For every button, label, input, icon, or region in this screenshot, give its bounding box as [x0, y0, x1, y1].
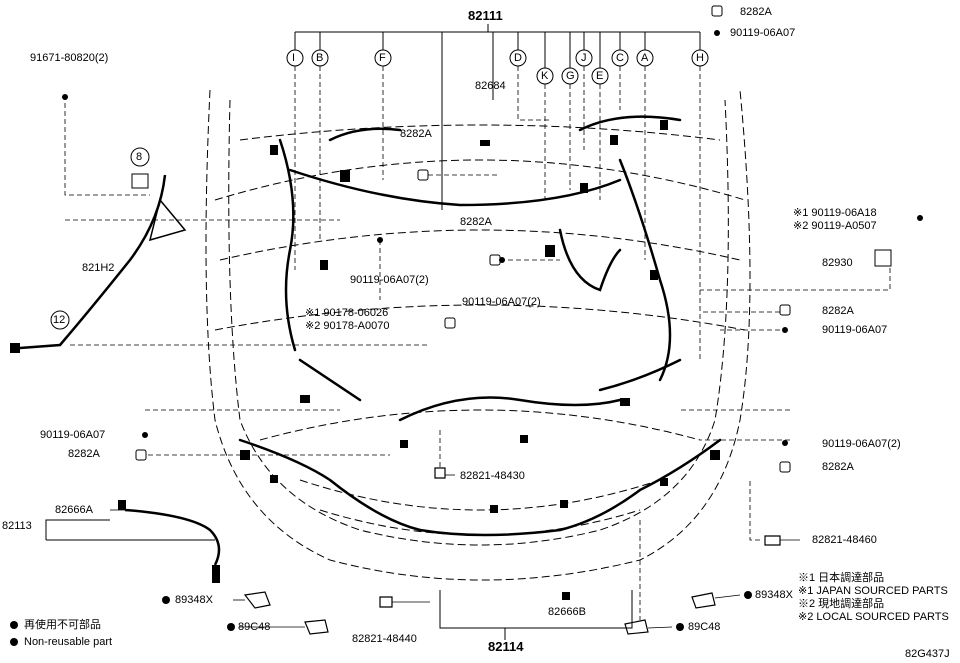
part-82930-label: 82930	[822, 257, 853, 269]
part-89c48-right-label: 89C48	[688, 621, 721, 633]
legend-note1-en: ※1 JAPAN SOURCED PARTS	[798, 585, 948, 597]
part-90178-a0070-label: ※2 90178-A0070	[305, 320, 390, 332]
part-90178-06026-label: ※1 90178-06026	[305, 307, 389, 319]
part-89c48-left-label: 89C48	[238, 621, 271, 633]
part-90119-06a07-x2-center-label: 90119-06A07(2)	[462, 296, 541, 308]
part-82666b-label: 82666B	[548, 606, 586, 618]
circle-number-8: 8	[136, 151, 143, 163]
part-89348x-right-label: 89348X	[755, 589, 793, 601]
part-8282a-right-upper-label: 8282A	[822, 305, 854, 317]
circle-letter-g: G	[566, 70, 575, 82]
circle-letter-k: K	[541, 70, 549, 82]
legend-note1-jp: ※1 日本調達部品	[798, 572, 885, 584]
part-8282a-center-label: 8282A	[460, 216, 492, 228]
circle-letter-a: A	[641, 52, 649, 64]
circle-letter-h: H	[696, 52, 704, 64]
circle-letter-j: J	[581, 52, 587, 64]
part-91671-label: 91671-80820(2)	[30, 52, 109, 64]
part-8282a-top-label: 8282A	[740, 6, 772, 18]
part-89348x-left-label: 89348X	[175, 594, 213, 606]
circle-letter-e: E	[596, 70, 604, 82]
part-82113-label: 82113	[2, 520, 32, 532]
legend-note2-jp: ※2 現地調達部品	[798, 598, 885, 610]
part-821h2-label: 821H2	[82, 262, 115, 274]
part-90119-a0507-label: ※2 90119-A0507	[793, 220, 877, 232]
part-90119-06a07-top-label: 90119-06A07	[730, 27, 796, 39]
part-82821-48460-label: 82821-48460	[812, 534, 877, 546]
circle-letter-d: D	[514, 52, 522, 64]
circle-letter-b: B	[316, 52, 324, 64]
legend-note2-en: ※2 LOCAL SOURCED PARTS	[798, 611, 949, 623]
part-82684-label: 82684	[475, 80, 506, 92]
legend-nonreuse-en: Non-reusable part	[24, 636, 113, 648]
drawing-id: 82G437J	[905, 648, 950, 660]
part-8282a-right-lower-label: 8282A	[822, 461, 854, 473]
part-90119-06a18-label: ※1 90119-06A18	[793, 207, 877, 219]
part-8282a-left-label: 8282A	[68, 448, 100, 460]
part-82821-48430-label: 82821-48430	[460, 470, 525, 482]
part-90119-06a07-left-label: 90119-06A07	[40, 429, 106, 441]
legend-nonreuse-jp: 再使用不可部品	[24, 619, 101, 631]
part-82666a-label: 82666A	[55, 504, 93, 516]
circle-letter-f: F	[379, 52, 386, 64]
part-8282a-upper-left-label: 8282A	[400, 128, 432, 140]
circle-letter-c: C	[616, 52, 624, 64]
part-82114-label: 82114	[488, 639, 524, 654]
circle-letter-i: I	[292, 52, 296, 64]
circle-number-12: 12	[53, 314, 66, 326]
part-90119-06a07-x2-right-label: 90119-06A07(2)	[822, 438, 901, 450]
part-82821-48440-label: 82821-48440	[352, 633, 417, 645]
part-90119-06a07-x2-left-label: 90119-06A07(2)	[350, 274, 429, 286]
part-90119-06a07-right-label: 90119-06A07	[822, 324, 888, 336]
part-82111-label: 82111	[468, 8, 503, 23]
